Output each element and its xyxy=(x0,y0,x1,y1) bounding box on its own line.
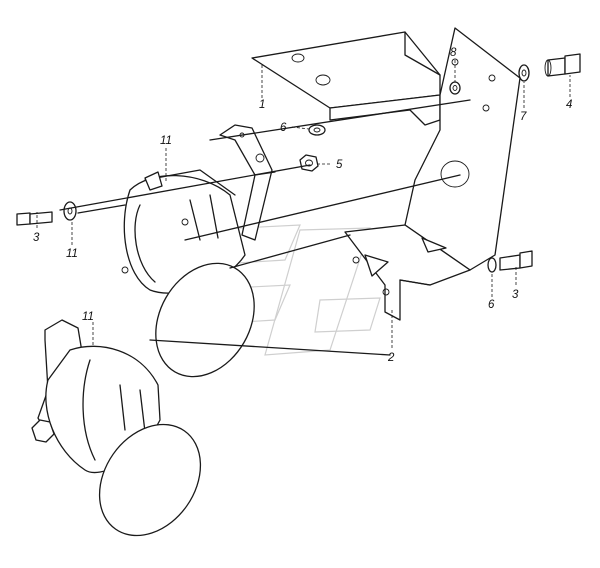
callout-2: 2 xyxy=(387,352,395,364)
callout-1: 1 xyxy=(259,99,265,111)
callout-3-right: 3 xyxy=(512,289,519,301)
washer-part-8 xyxy=(449,81,461,95)
callout-5: 5 xyxy=(336,159,343,171)
callout-7: 7 xyxy=(520,111,527,123)
callout-11-lower-horn: 11 xyxy=(82,311,94,323)
bolt-part-3-left xyxy=(16,211,53,226)
upper-bracket-part-1 xyxy=(251,31,441,126)
leader-lines xyxy=(36,60,571,348)
washer-part-11-left xyxy=(63,201,77,221)
callout-4: 4 xyxy=(566,99,572,111)
callout-11-upper-horn: 11 xyxy=(160,135,172,147)
lower-horn-part-11 xyxy=(31,319,202,537)
callout-labels: 1 2 3 3 4 5 6 6 7 8 11 11 11 xyxy=(33,47,572,364)
main-bracket-part-2 xyxy=(344,27,521,321)
callout-6-lower: 6 xyxy=(488,299,495,311)
nut-part-5 xyxy=(299,154,319,172)
bolt-part-4 xyxy=(544,53,581,77)
callout-3-left: 3 xyxy=(33,232,40,244)
callout-11-washer: 11 xyxy=(66,248,78,260)
washer-part-6-upper xyxy=(308,124,326,136)
washer-part-7 xyxy=(518,64,530,82)
upper-horn-part-11 xyxy=(121,124,273,378)
bolt-part-3-right xyxy=(499,250,533,271)
callout-6-upper: 6 xyxy=(280,122,287,134)
washer-part-6-lower xyxy=(487,257,497,273)
callout-8: 8 xyxy=(450,47,457,59)
assembly-lines xyxy=(59,99,471,356)
